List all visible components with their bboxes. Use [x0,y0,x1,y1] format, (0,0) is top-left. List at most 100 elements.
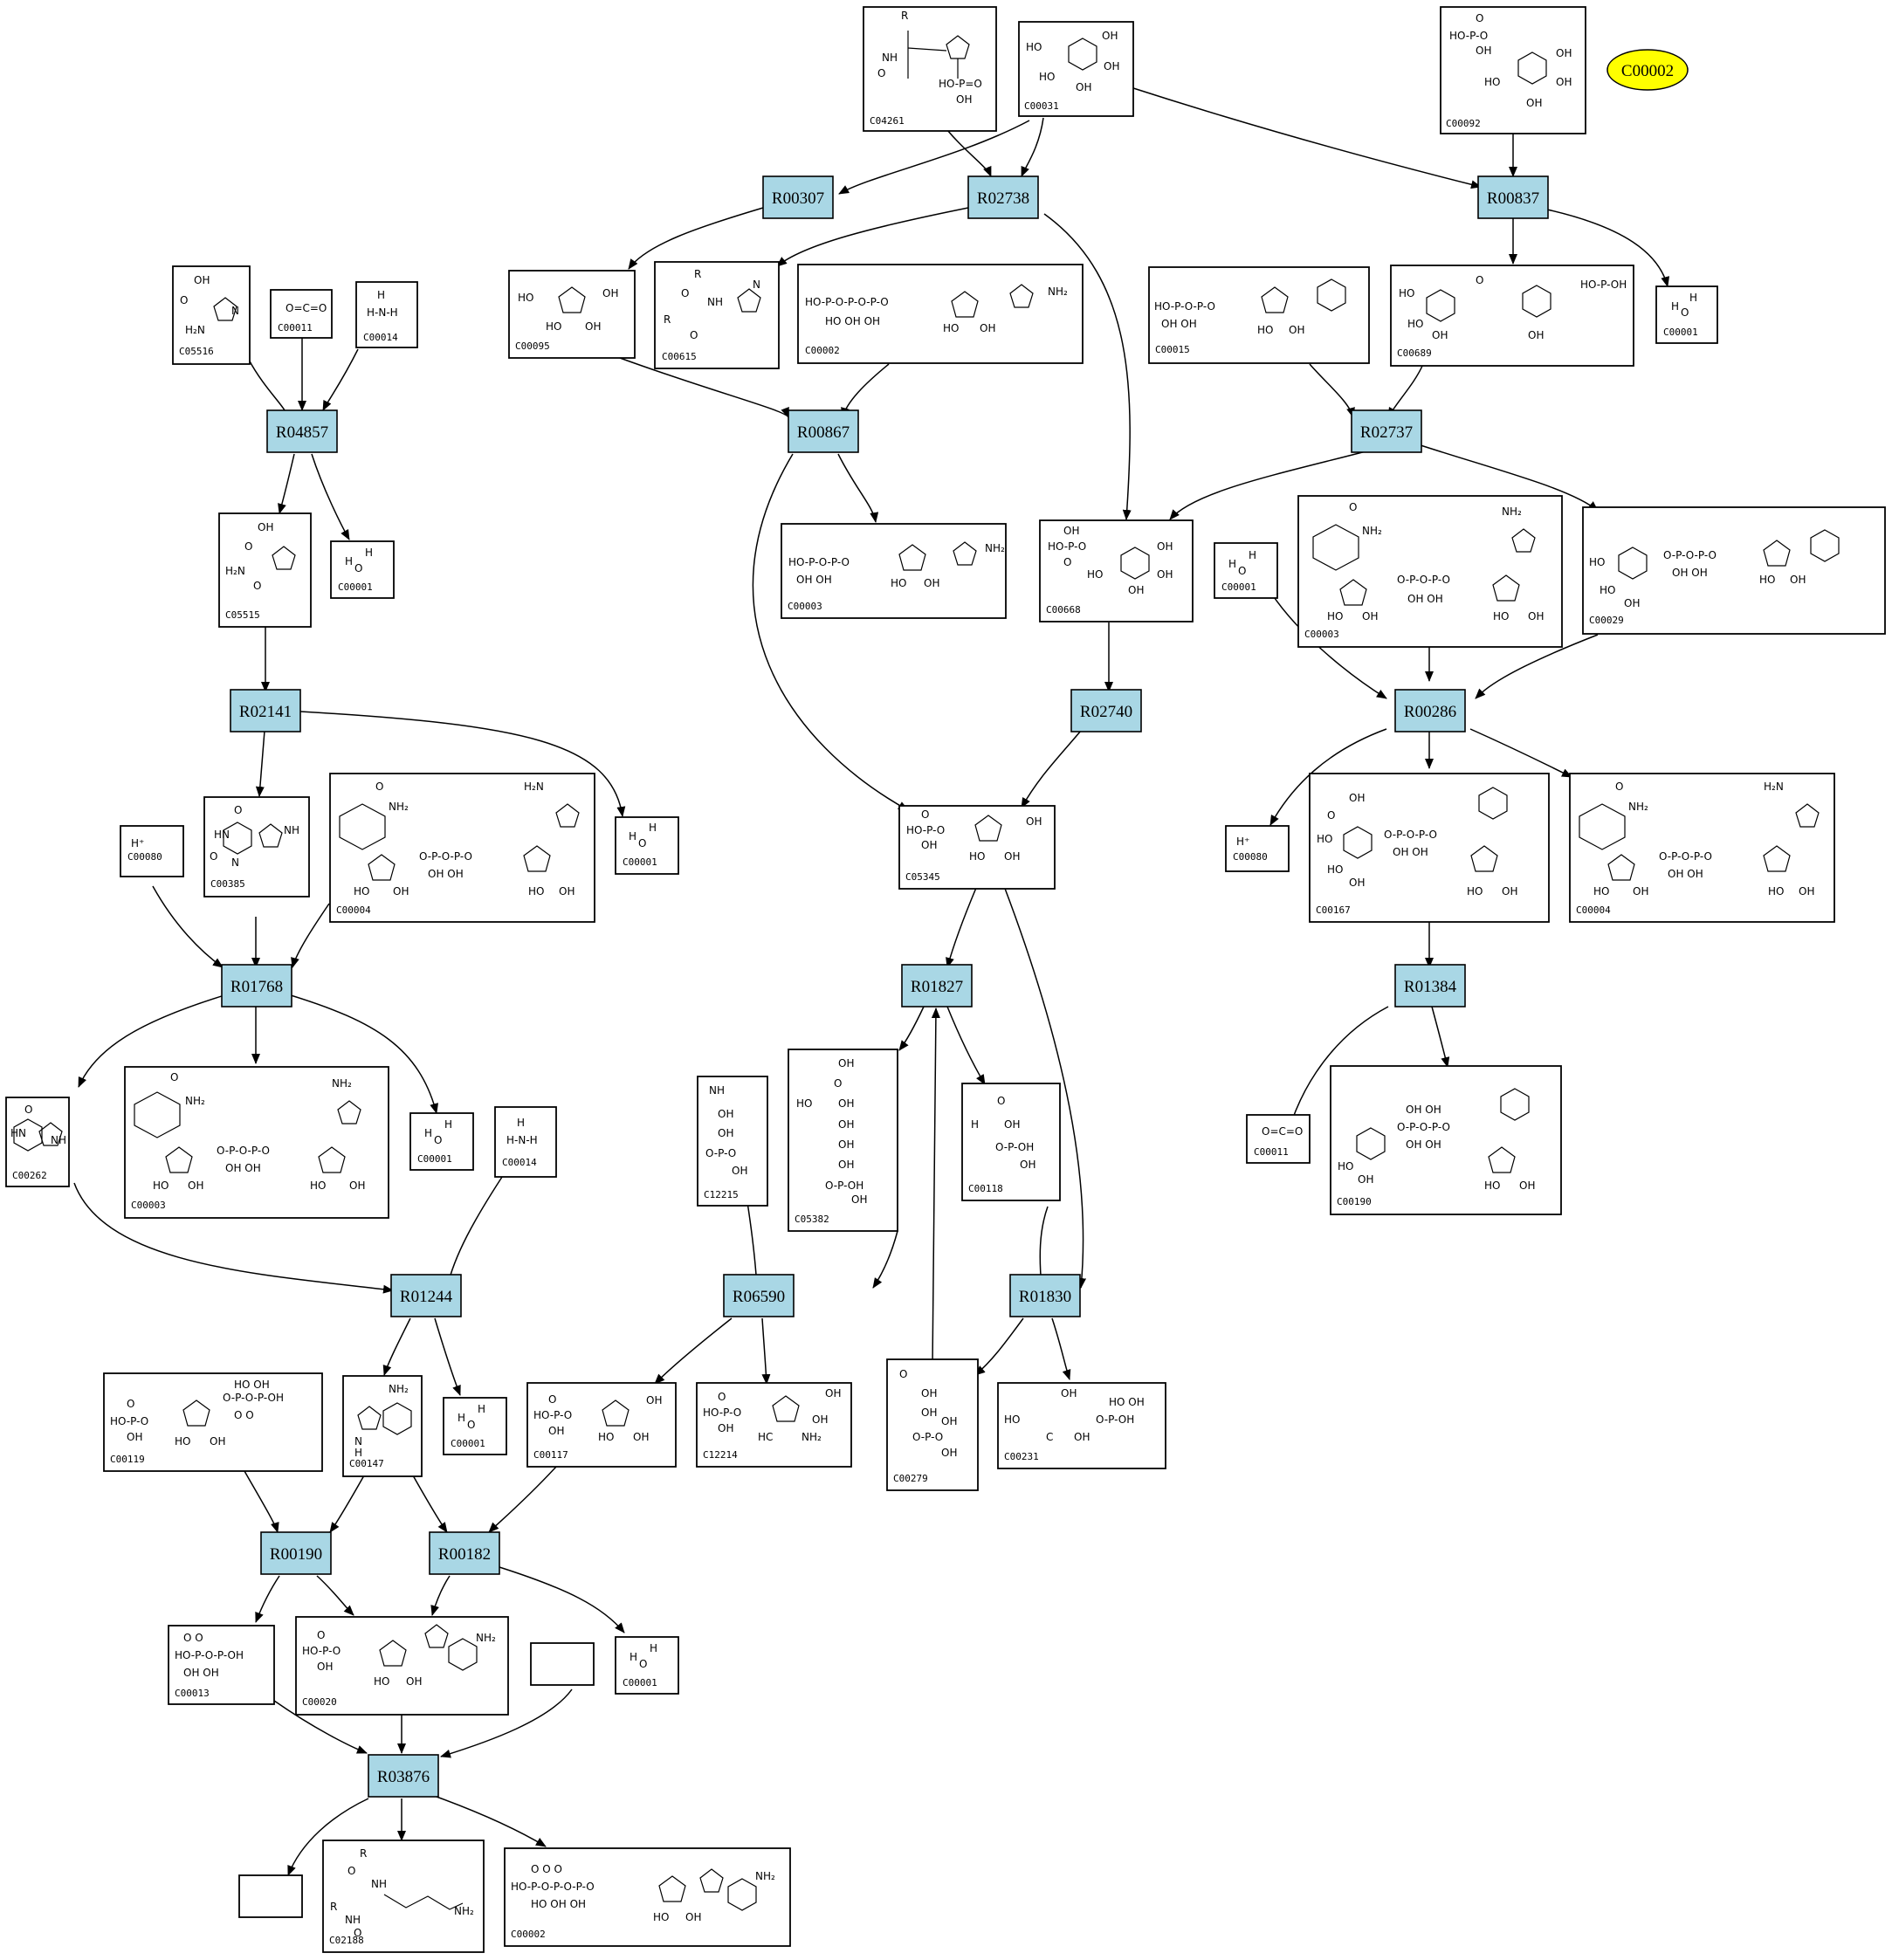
svg-text:OH OH: OH OH [225,1162,261,1174]
svg-text:R02738: R02738 [977,189,1029,208]
svg-text:HO: HO [1407,318,1423,330]
reaction-R01830[interactable]: R01830 [1009,1274,1081,1317]
svg-text:OH: OH [258,521,273,533]
reaction-R03876[interactable]: R03876 [368,1754,439,1798]
svg-text:C00167: C00167 [1316,904,1351,916]
reaction-R00867[interactable]: R00867 [788,409,859,453]
svg-text:H: H [630,1651,637,1663]
svg-text:HO: HO [310,1179,326,1192]
compound-C05516[interactable]: OH O H₂N N C05516 [172,265,251,365]
compound-C04261[interactable]: R NH O HO-P=O OH C04261 [863,6,997,132]
compound-C00615[interactable]: R O NH R O N C00615 [654,261,780,369]
compound-C00001-c[interactable]: H H O C00001 [1214,542,1278,599]
compound-C00002-a[interactable]: HO-P-O-P-O-P-O HO OH OH NH₂ HO OH C00002 [797,264,1084,364]
compound-C00014-a[interactable]: H H-N-H C00014 [355,281,418,348]
compound-C05382[interactable]: OH O HO OH OH OH OH O-P-OH OH C05382 [788,1049,898,1232]
compound-C00015[interactable]: HO-P-O-P-O OH OH HO OH C00015 [1148,266,1370,364]
svg-text:C00080: C00080 [1233,851,1268,863]
compound-C00231[interactable]: OH HO HO OH O-P-OH C OH C00231 [997,1382,1166,1469]
compound-C00190[interactable]: O-P-O-P-O OH OH OH OH HO OH HO OH C00190 [1330,1065,1562,1215]
compound-C00003-c[interactable]: O NH₂ O-P-O-P-O OH OH NH₂ HO OH HO OH C0… [124,1066,389,1219]
compound-C00004-a[interactable]: O NH₂ O-P-O-P-O OH OH H₂N HO OH HO OH C0… [329,773,595,923]
compound-C00001-e[interactable]: H H O C00001 [409,1112,474,1171]
reaction-R00286[interactable]: R00286 [1394,689,1466,732]
reaction-R01768[interactable]: R01768 [221,964,292,1008]
compound-C00080-b[interactable]: H⁺ C00080 [1225,825,1290,872]
svg-text:C05345: C05345 [905,871,940,883]
highlight-C00002[interactable]: C00002 [1606,49,1689,91]
reaction-R01384[interactable]: R01384 [1394,964,1466,1008]
svg-text:C00014: C00014 [502,1157,537,1168]
empty-compound-box[interactable] [530,1642,595,1686]
reaction-R01244[interactable]: R01244 [390,1274,462,1317]
compound-C00004-b[interactable]: O NH₂ O-P-O-P-O OH OH H₂N HO OH HO OH C0… [1569,773,1835,923]
reaction-R02738[interactable]: R02738 [967,175,1039,219]
compound-C05345[interactable]: HO-P-O O OH OH HO OH C05345 [898,805,1056,890]
compound-C00002-b[interactable]: HO-P-O-P-O-P-O O O O HO OH OH NH₂ HO OH … [504,1847,791,1947]
compound-C00001-f[interactable]: H H O C00001 [443,1397,507,1455]
compound-C00029[interactable]: HO O-P-O-P-O OH OH HO OH HO OH C00029 [1582,506,1886,635]
empty-compound-box[interactable] [238,1874,303,1918]
svg-text:OH: OH [1020,1159,1035,1171]
svg-text:H₂N: H₂N [1764,781,1784,793]
compound-C00262[interactable]: O HN NH C00262 [5,1097,70,1187]
svg-text:OH: OH [924,577,939,589]
compound-C00003-a[interactable]: HO-P-O-P-O OH OH NH₂ HO OH C00003 [781,523,1007,619]
compound-C00385[interactable]: O HN O N NH C00385 [203,796,310,897]
compound-C00011-b[interactable]: O=C=O C00011 [1246,1114,1311,1164]
compound-C00003-b[interactable]: O NH₂ O-P-O-P-O OH OH NH₂ HO OH HO OH C0… [1297,495,1563,648]
compound-C00095[interactable]: HO OH HO OH C00095 [508,270,636,359]
compound-C12215[interactable]: NH OH OH O-P-O OH C12215 [697,1076,768,1207]
compound-C00119[interactable]: HO-P-O O OH O-P-O-P-OH HO OH O O HO OH C… [103,1372,323,1472]
structure-drawing: O NH₂ O-P-O-P-O OH OH NH₂ HO OH HO OH [1312,501,1544,622]
reaction-R00182[interactable]: R00182 [429,1531,500,1575]
compound-C00001-d[interactable]: H H O C00001 [615,816,679,875]
svg-text:OH: OH [1476,45,1491,57]
reaction-R01827[interactable]: R01827 [901,964,973,1008]
compound-C00014-b[interactable]: H H-N-H C00014 [494,1106,557,1178]
svg-text:C00147: C00147 [349,1458,384,1469]
reaction-R00307[interactable]: R00307 [762,175,834,219]
svg-text:OH OH: OH OH [1407,593,1443,605]
compound-C02188[interactable]: R O NH R NH NH₂ O C02188 [322,1840,485,1953]
compound-C00118[interactable]: O H OH O-P-OH OH C00118 [961,1083,1061,1201]
svg-text:H: H [478,1403,485,1415]
svg-text:H: H [444,1118,452,1131]
svg-text:H: H [377,289,385,301]
compound-C12214[interactable]: HO-P-O O OH OH OH HC NH₂ C12214 [696,1382,852,1468]
reaction-R04857[interactable]: R04857 [266,409,338,453]
compound-C00080-a[interactable]: H⁺ C00080 [120,825,184,877]
compound-C05515[interactable]: OH O H₂N O C05515 [218,512,312,628]
svg-text:H: H [1249,549,1256,561]
compound-C00011-a[interactable]: O=C=O C00011 [270,289,333,339]
svg-text:OH OH: OH OH [1161,318,1197,330]
svg-text:C00385: C00385 [210,878,245,890]
reaction-R06590[interactable]: R06590 [723,1274,795,1317]
compound-C00020[interactable]: HO-P-O O OH NH₂ HO OH C00020 [295,1616,509,1716]
compound-C00279[interactable]: O OH OH O-P-O OH OH C00279 [886,1358,979,1491]
reaction-R00837[interactable]: R00837 [1477,175,1549,219]
svg-text:HO: HO [1039,71,1055,83]
reaction-R00190[interactable]: R00190 [260,1531,332,1575]
reaction-R02737[interactable]: R02737 [1351,409,1422,453]
compound-C00668[interactable]: HO-P-O OH O OH OH HO OH C00668 [1039,519,1194,622]
compound-C00013[interactable]: O O HO-P-O-P-OH OH OH C00013 [168,1625,275,1705]
svg-text:OH: OH [393,885,409,897]
compound-C00001-g[interactable]: H H O C00001 [615,1636,679,1695]
compound-C00689[interactable]: HO O HO-P-OH HO OH OH C00689 [1390,265,1634,367]
compound-C00001-a[interactable]: H H O C00001 [1655,285,1718,344]
compound-C00001-b[interactable]: H H O C00001 [330,540,395,599]
structure-drawing: OH O HO O-P-O-P-O OH OH HO OH HO OH [1317,787,1517,897]
reaction-R02141[interactable]: R02141 [230,689,301,732]
compound-C00031[interactable]: HO OH OH HO OH C00031 [1018,21,1134,117]
svg-text:NH₂: NH₂ [1362,525,1382,537]
svg-text:OH: OH [1128,584,1144,596]
compound-C00147[interactable]: NH₂ N H C00147 [342,1375,423,1477]
svg-text:OH: OH [127,1431,142,1443]
compound-C00167[interactable]: OH O HO O-P-O-P-O OH OH HO OH HO OH C001… [1309,773,1550,923]
svg-text:H₂N: H₂N [524,781,544,793]
reaction-R02740[interactable]: R02740 [1070,689,1142,732]
compound-C00092[interactable]: HO-P-O O OH OH OH HO OH C00092 [1440,6,1586,134]
svg-text:R: R [694,268,701,280]
compound-C00117[interactable]: HO-P-O O OH OH HO OH C00117 [526,1382,677,1468]
